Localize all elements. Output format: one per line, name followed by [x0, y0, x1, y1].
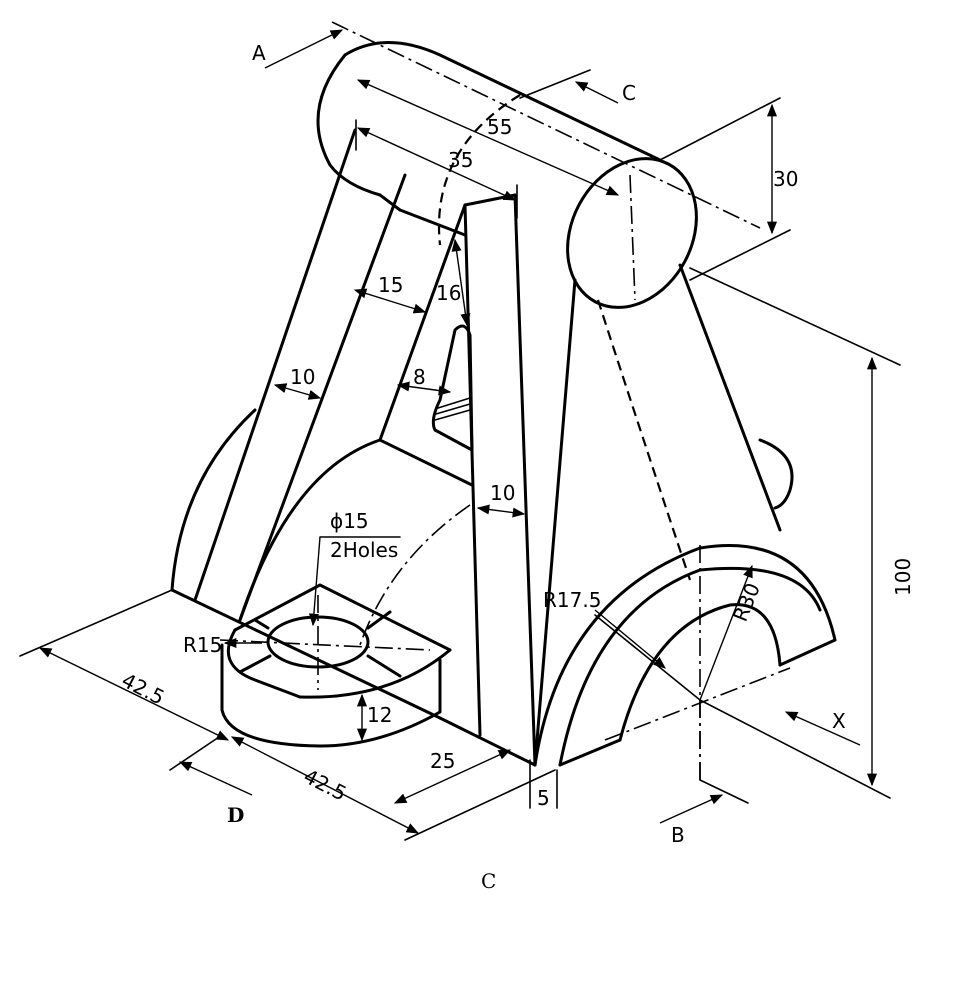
view-arrow-a	[264, 29, 344, 69]
dim-25: 25	[430, 749, 455, 773]
right-arm	[463, 193, 537, 767]
front-boss	[219, 583, 452, 748]
cylinder-axis-centerline	[331, 21, 761, 229]
dim-42-5-left: 42.5	[118, 668, 169, 710]
dim-15: 15	[378, 273, 403, 297]
label-x: X	[832, 709, 846, 733]
left-arm	[193, 128, 467, 622]
dim-100: 100	[891, 558, 915, 596]
dim-r17-5: R17.5	[543, 588, 601, 612]
dim-55: 55	[487, 115, 512, 139]
dim-r30: R30	[728, 579, 765, 624]
dim-35: 35	[448, 148, 473, 172]
label-b: B	[671, 823, 685, 847]
dim-10-right: 10	[490, 481, 515, 505]
view-arrow-b	[659, 794, 724, 824]
right-arch	[533, 543, 837, 780]
dim-phi15: ϕ15	[330, 509, 369, 533]
left-arch	[170, 408, 471, 646]
dimension-lines	[19, 79, 901, 841]
view-arrow-d	[178, 761, 253, 796]
base-plate	[170, 588, 537, 767]
dim-16: 16	[436, 281, 461, 305]
dim-42-5-front: 42.5	[300, 764, 351, 806]
dim-30: 30	[773, 167, 798, 191]
dim-5: 5	[537, 786, 550, 810]
cylinder-vertical-centerline	[629, 174, 636, 301]
dim-r15: R15	[183, 633, 222, 657]
label-d: D	[227, 803, 244, 827]
section-line-c	[519, 69, 591, 99]
view-arrow-x	[784, 711, 861, 746]
figure-caption: C	[481, 869, 496, 893]
dim-12: 12	[367, 703, 392, 727]
right-body	[533, 263, 794, 767]
view-arrow-c	[574, 81, 619, 104]
label-c-arrow: C	[622, 81, 636, 105]
labels: A C 55 35 30 15 16 10 8 10 ϕ15 2Holes R1…	[118, 41, 915, 893]
dim-8: 8	[413, 365, 426, 389]
dim-2holes: 2Holes	[330, 538, 398, 562]
label-a: A	[252, 41, 266, 65]
dim-10-left: 10	[290, 365, 315, 389]
view-arrows	[178, 29, 861, 824]
